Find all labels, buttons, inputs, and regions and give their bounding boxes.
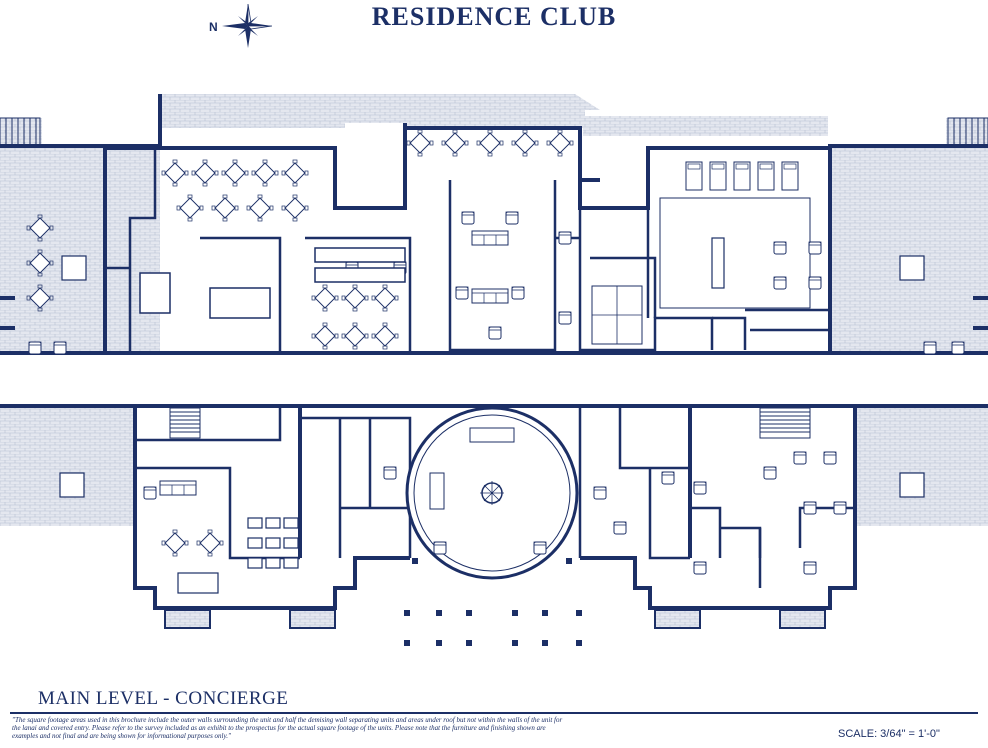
disclaimer-text: "The square footage areas used in this b… xyxy=(12,716,563,740)
floor-plan xyxy=(0,94,988,646)
bar-counter xyxy=(139,247,406,319)
title-rule xyxy=(10,712,978,714)
fitness-spa-furniture xyxy=(591,161,847,575)
interior-walls xyxy=(105,148,857,588)
exterior-walls xyxy=(0,94,988,610)
entry-columns xyxy=(404,558,582,646)
stairs xyxy=(0,117,988,439)
page-title: RESIDENCE CLUB xyxy=(371,2,617,31)
scale-label: SCALE: 3/64" = 1'-0" xyxy=(838,728,940,740)
paved-areas xyxy=(0,94,988,526)
level-title: MAIN LEVEL - CONCIERGE xyxy=(38,688,289,709)
rotunda xyxy=(405,406,579,580)
compass-star-icon: N xyxy=(209,3,272,48)
balcony-rails xyxy=(164,609,826,629)
compass-north-label: N xyxy=(209,20,218,34)
conference-and-game-room xyxy=(59,255,925,594)
